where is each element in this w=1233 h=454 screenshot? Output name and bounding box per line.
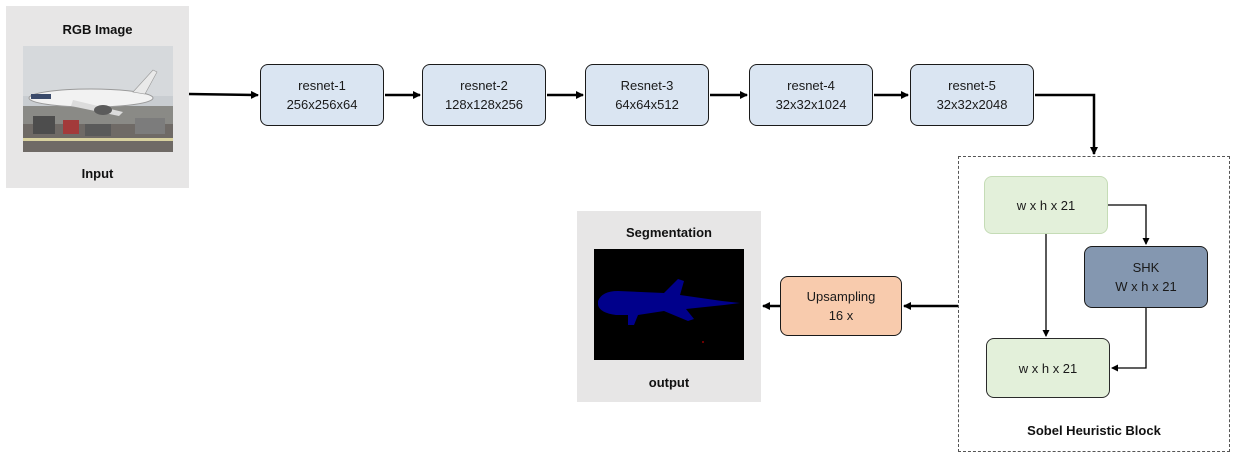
input-rgb-image xyxy=(23,46,173,152)
airplane-photo xyxy=(23,46,173,152)
stage-dims: 64x64x512 xyxy=(615,97,679,112)
shk-node: SHK W x h x 21 xyxy=(1084,246,1208,308)
upsampling-factor: 16 x xyxy=(828,308,854,323)
sobel-block-caption: Sobel Heuristic Block xyxy=(1027,423,1161,438)
sobel-top-node-label: w x h x 21 xyxy=(1016,197,1076,213)
segmentation-mask xyxy=(594,249,744,360)
stage-resnet-2: resnet-2 128x128x256 xyxy=(422,64,546,126)
stage-resnet-3: Resnet-3 64x64x512 xyxy=(585,64,709,126)
upsampling-node: Upsampling 16 x xyxy=(780,276,902,336)
sobel-bottom-node: w x h x 21 xyxy=(986,338,1110,398)
stage-dims: 32x32x1024 xyxy=(775,97,847,112)
upsampling-label: Upsampling xyxy=(806,289,876,304)
arrow-resnet-5-to-sobel xyxy=(1035,93,1098,155)
stage-name: Resnet-3 xyxy=(620,78,674,93)
output-panel: Segmentation output xyxy=(577,211,761,402)
input-panel-caption: Input xyxy=(81,166,114,181)
input-panel: RGB Image Input xyxy=(6,6,189,188)
shk-dims: W x h x 21 xyxy=(1115,279,1177,294)
stage-dims: 32x32x2048 xyxy=(936,97,1008,112)
shk-label: SHK xyxy=(1132,260,1160,275)
sobel-top-node: w x h x 21 xyxy=(984,176,1108,234)
sobel-heuristic-block: Sobel Heuristic Block xyxy=(958,156,1230,452)
stage-name: resnet-1 xyxy=(298,78,346,93)
arrow-top-to-shk xyxy=(1108,204,1150,245)
stage-dims: 128x128x256 xyxy=(444,97,524,112)
stage-resnet-1: resnet-1 256x256x64 xyxy=(260,64,384,126)
stage-dims: 256x256x64 xyxy=(286,97,358,112)
stage-name: resnet-2 xyxy=(460,78,508,93)
output-panel-title: Segmentation xyxy=(626,225,712,240)
arrow-shk-to-bottom xyxy=(1111,308,1147,372)
airplane-mask xyxy=(598,279,740,343)
stage-resnet-5: resnet-5 32x32x2048 xyxy=(910,64,1034,126)
sobel-bottom-node-label: w x h x 21 xyxy=(1018,360,1078,376)
stage-name: resnet-5 xyxy=(948,78,996,93)
stage-resnet-4: resnet-4 32x32x1024 xyxy=(749,64,873,126)
output-panel-caption: output xyxy=(648,375,690,390)
stage-name: resnet-4 xyxy=(787,78,835,93)
input-panel-title: RGB Image xyxy=(62,22,133,37)
arrow-input-to-resnet-1 xyxy=(188,90,259,99)
